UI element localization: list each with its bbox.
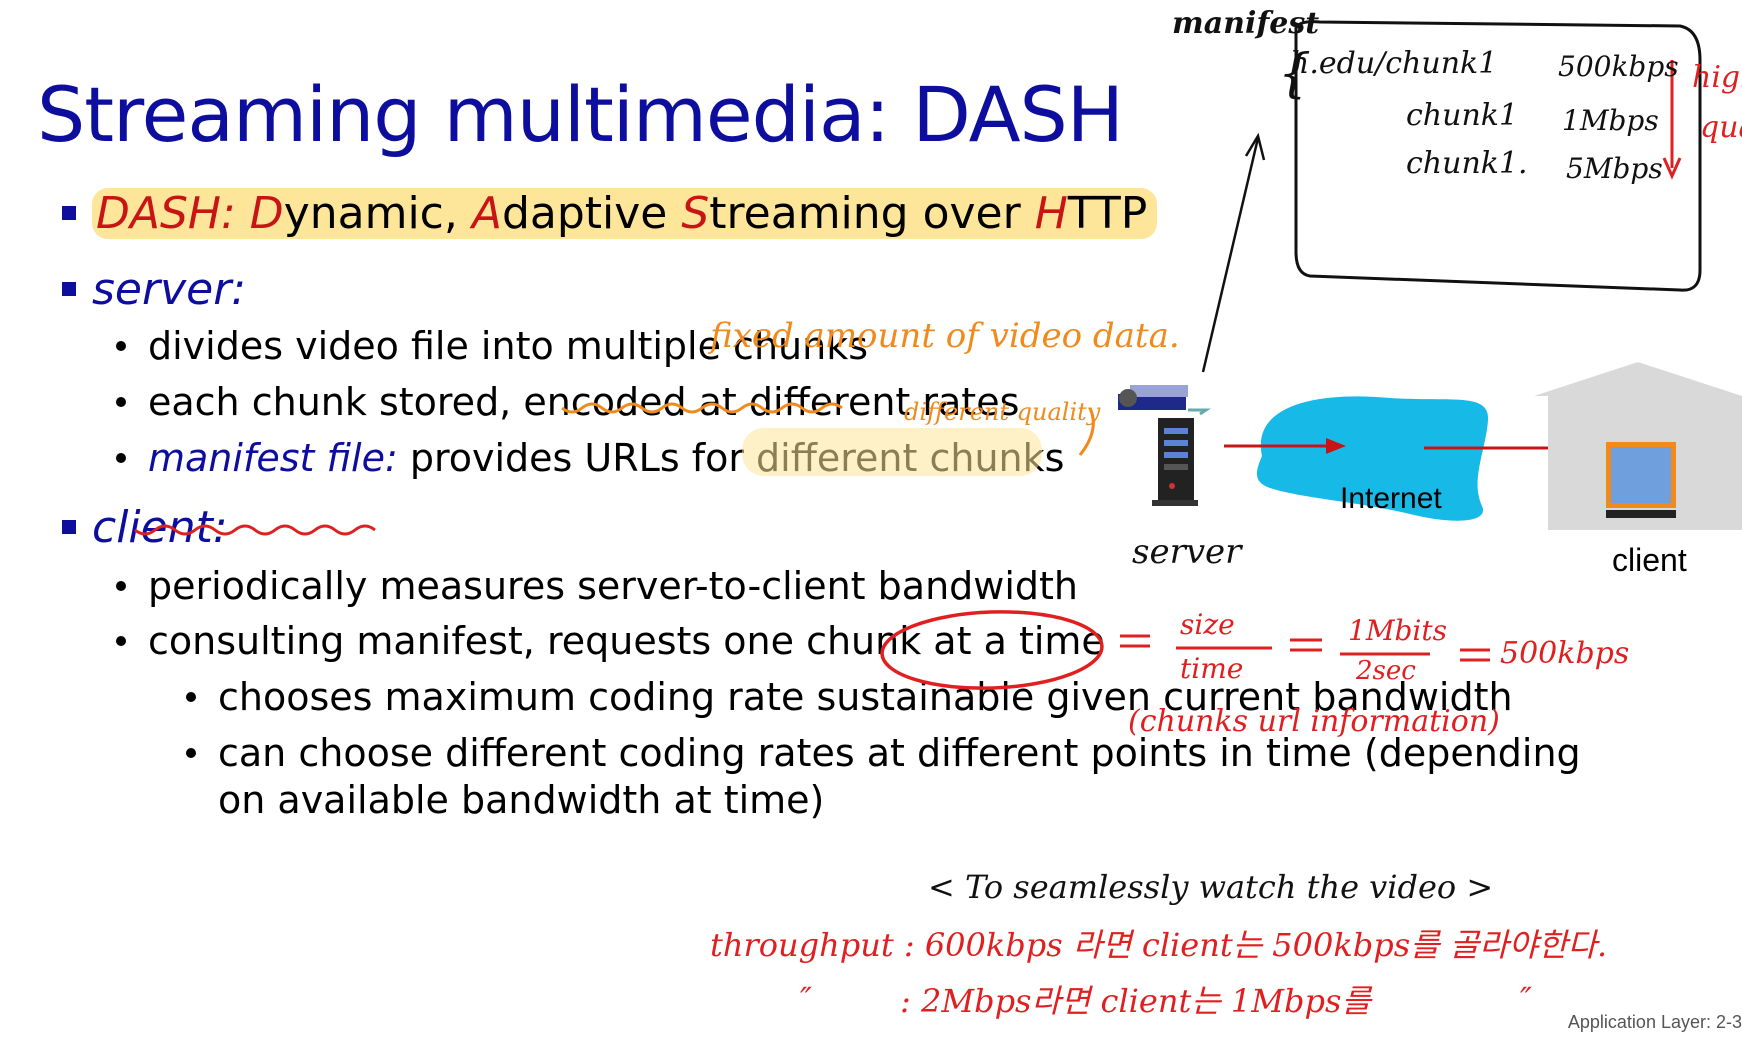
bullet-client-subitem: can choose different coding rates at dif…: [186, 734, 1581, 772]
manifest-row-rate: 5Mbps: [1566, 152, 1663, 185]
square-bullet-icon: [62, 282, 76, 296]
eq-size: size: [1180, 608, 1235, 641]
manifest-file-text: provides URLs for different chunks: [397, 436, 1065, 480]
manifest-row-rate: 500kbps: [1558, 50, 1679, 83]
manifest-row-chunk: h.edu/chunk1: [1290, 46, 1498, 81]
chunks-url-note: (chunks url information): [1128, 704, 1500, 739]
dash-part: S: [681, 188, 710, 239]
manifest-file-label: manifest file:: [148, 436, 398, 480]
manifest-row-chunk: chunk1.: [1406, 146, 1528, 181]
bullet-server-item: divides video file into multiple chunks: [116, 327, 868, 365]
square-bullet-icon: [62, 520, 76, 534]
quality-arrow-head: [1662, 157, 1682, 180]
dash-part: daptive: [501, 188, 682, 239]
bullet-dash-definition: DASH: Dynamic, Adaptive Streaming over H…: [62, 188, 1158, 239]
footer-page-label: Application Layer: 2-3: [1567, 1012, 1742, 1032]
dash-part: TTP: [1067, 188, 1148, 239]
server-item-text: each chunk stored, encoded at different …: [148, 380, 1020, 424]
client-item-text: consulting manifest, requests one chunk …: [148, 619, 1105, 663]
dash-highlight: DASH: Dynamic, Adaptive Streaming over H…: [92, 188, 1158, 239]
manifest-label: manifest: [1172, 6, 1320, 41]
high-quality-note: qua: [1700, 110, 1742, 145]
server-to-manifest-arrow: [1201, 137, 1260, 373]
arrow-head: [1326, 438, 1346, 454]
throughput-note-line1: throughput : 600kbps 라면 client는 500kbps를…: [710, 926, 1608, 964]
fixed-amount-note: fixed amount of video data.: [710, 316, 1180, 356]
manifest-row-rate: 1Mbps: [1562, 104, 1659, 137]
client-subitem-text: can choose different coding rates at dif…: [218, 731, 1581, 775]
server-icon: [1118, 385, 1211, 506]
bullet-server-item: each chunk stored, encoded at different …: [116, 383, 1019, 421]
bullet-client-item: periodically measures server-to-client b…: [116, 567, 1078, 605]
square-bullet-icon: [62, 206, 76, 220]
throughput-ditto: ″: [800, 980, 812, 1018]
server-label: server: [1132, 532, 1242, 572]
dot-bullet-icon: [186, 692, 196, 702]
client-monitor-icon: [1606, 442, 1676, 518]
throughput-note-line2: : 2Mbps라면 client는 1Mbps를: [900, 982, 1371, 1020]
client-label: client: [1612, 542, 1687, 578]
bullet-manifest-item: manifest file: provides URLs for differe…: [116, 439, 1064, 477]
server-to-manifest-arrow-head: [1244, 132, 1266, 161]
high-quality-note: high: [1692, 60, 1742, 95]
dash-part: ynamic,: [283, 188, 472, 239]
server-heading: server:: [92, 264, 247, 315]
eq-sec: 2sec: [1356, 656, 1416, 686]
client-item-text: periodically measures server-to-client b…: [148, 564, 1079, 608]
dot-bullet-icon: [186, 748, 196, 758]
client-subitem-text: chooses maximum coding rate sustainable …: [218, 675, 1513, 719]
client-subitem-text: on available bandwidth at time): [218, 778, 825, 822]
internet-label: Internet: [1340, 482, 1442, 515]
different-quality-note: different quality: [904, 398, 1101, 426]
client-heading: client:: [92, 502, 228, 553]
dot-bullet-icon: [116, 341, 126, 351]
bullet-server-heading: server:: [62, 268, 246, 312]
seamlessly-note: < To seamlessly watch the video >: [928, 868, 1494, 906]
throughput-ditto: ″: [1520, 980, 1532, 1018]
bullet-client-heading: client:: [62, 506, 228, 550]
dot-bullet-icon: [116, 581, 126, 591]
dash-part: DASH: D: [96, 188, 284, 239]
eq-mbits: 1Mbits: [1348, 614, 1447, 647]
manifest-row-chunk: chunk1: [1406, 98, 1519, 133]
client-house: [1534, 362, 1742, 530]
arrow-head: [1560, 440, 1580, 456]
server-item-text: divides video file into multiple chunks: [148, 324, 868, 368]
bullet-client-item: consulting manifest, requests one chunk …: [116, 622, 1105, 660]
dash-part: treaming over: [709, 188, 1035, 239]
dash-part: A: [471, 188, 502, 239]
dot-bullet-icon: [116, 453, 126, 463]
eq-result: 500kbps: [1500, 636, 1630, 671]
slide-title: Streaming multimedia: DASH: [37, 70, 1124, 159]
bullet-client-subitem-continuation: on available bandwidth at time): [218, 781, 824, 819]
dot-bullet-icon: [116, 397, 126, 407]
eq-time: time: [1180, 652, 1244, 685]
bullet-client-subitem: chooses maximum coding rate sustainable …: [186, 678, 1513, 716]
dash-part: H: [1034, 188, 1068, 239]
manifest-brace: {: [1278, 44, 1312, 104]
dot-bullet-icon: [116, 636, 126, 646]
